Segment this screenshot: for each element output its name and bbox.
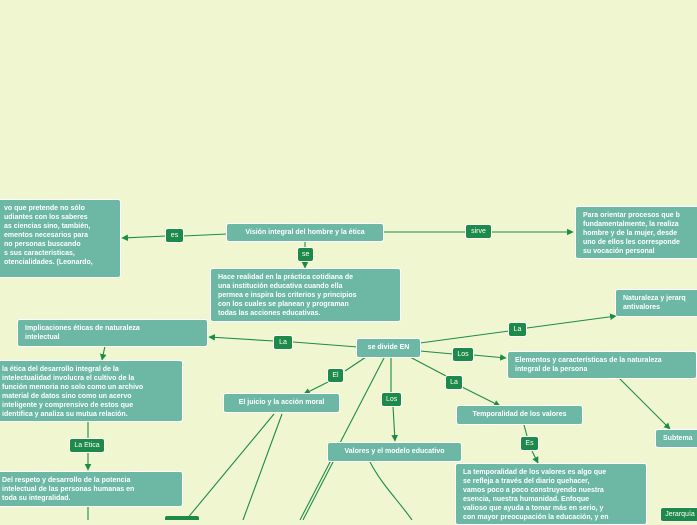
edge-center-los-right	[419, 350, 454, 355]
node-naturaleza-jerarquia[interactable]: Naturaleza y jerarq antivalores	[615, 289, 697, 317]
edge-los-right-elementos	[472, 354, 507, 361]
node-valores-modelo-educativo[interactable]: Valores y el modelo educativo	[327, 442, 462, 462]
edge-temp-es	[523, 424, 528, 437]
tag-los-low[interactable]: Los	[381, 392, 402, 407]
node-orientar-procesos[interactable]: Para orientar procesos que b fundamental…	[575, 206, 697, 259]
edge-es-left	[121, 234, 167, 242]
edge-vision-es	[182, 233, 228, 237]
node-elementos-caracteristicas[interactable]: Elementos y características de la natura…	[507, 351, 697, 379]
tag-la-low[interactable]: La	[445, 375, 463, 390]
edge-elementos-subtema	[617, 376, 671, 430]
node-se-divide-en[interactable]: se divide EN	[356, 338, 421, 358]
edge-juicio-down-a	[185, 413, 275, 520]
edge-center-la-right	[419, 330, 510, 344]
tag-el[interactable]: El	[327, 368, 344, 383]
tag-es-left[interactable]: es	[165, 228, 184, 243]
edge-el-juicio	[303, 380, 331, 395]
tag-se[interactable]: se	[297, 247, 314, 262]
partial-node-bottom	[165, 516, 199, 520]
tag-sirve[interactable]: sirve	[465, 224, 492, 239]
node-temporalidad-descripcion[interactable]: La temporalidad de los valores es algo q…	[455, 463, 647, 525]
edge-la-low-temp	[461, 386, 501, 407]
tag-los-right[interactable]: Los	[452, 347, 474, 362]
edge-la-right-naturaleza	[526, 313, 617, 329]
edge-center-la-left	[292, 341, 359, 348]
edge-valores-down-b	[369, 461, 413, 520]
node-hace-realidad[interactable]: Hace realidad en la práctica cotidiana d…	[210, 268, 401, 322]
node-respeto-desarrollo[interactable]: Del respeto y desarrollo de la potencia …	[0, 471, 183, 507]
node-vision-integral[interactable]: Visión integral del hombre y la ética	[226, 223, 384, 242]
tag-la-etica[interactable]: La Etica	[69, 438, 105, 453]
edge-juicio-down-b	[242, 413, 283, 520]
edge-valores-down-a	[302, 461, 334, 520]
tag-la-right[interactable]: La	[508, 322, 527, 337]
edge-los-low-valores	[391, 405, 398, 442]
tag-es-low[interactable]: Es	[520, 436, 539, 451]
node-juicio-accion-moral[interactable]: El juicio y la acción moral	[223, 393, 340, 413]
node-etica-desarrollo[interactable]: la ética del desarrollo integral de la i…	[0, 360, 183, 422]
edge-center-la-low	[409, 356, 447, 377]
edge-center-el	[344, 356, 367, 372]
edge-es-tempdesc	[531, 450, 539, 464]
tag-la-left[interactable]: La	[273, 335, 293, 350]
node-implicaciones-eticas[interactable]: Implicaciones éticas de naturaleza intel…	[17, 319, 208, 347]
node-temporalidad-valores[interactable]: Temporalidad de los valores	[456, 405, 583, 425]
node-left-description[interactable]: vo que pretende no sólo udiantes con los…	[0, 199, 121, 278]
edge-center-down	[299, 357, 385, 520]
edge-implic-etica	[100, 345, 107, 361]
edge-la-left-implic	[208, 334, 275, 342]
node-subtema[interactable]: Subtema	[655, 429, 697, 448]
